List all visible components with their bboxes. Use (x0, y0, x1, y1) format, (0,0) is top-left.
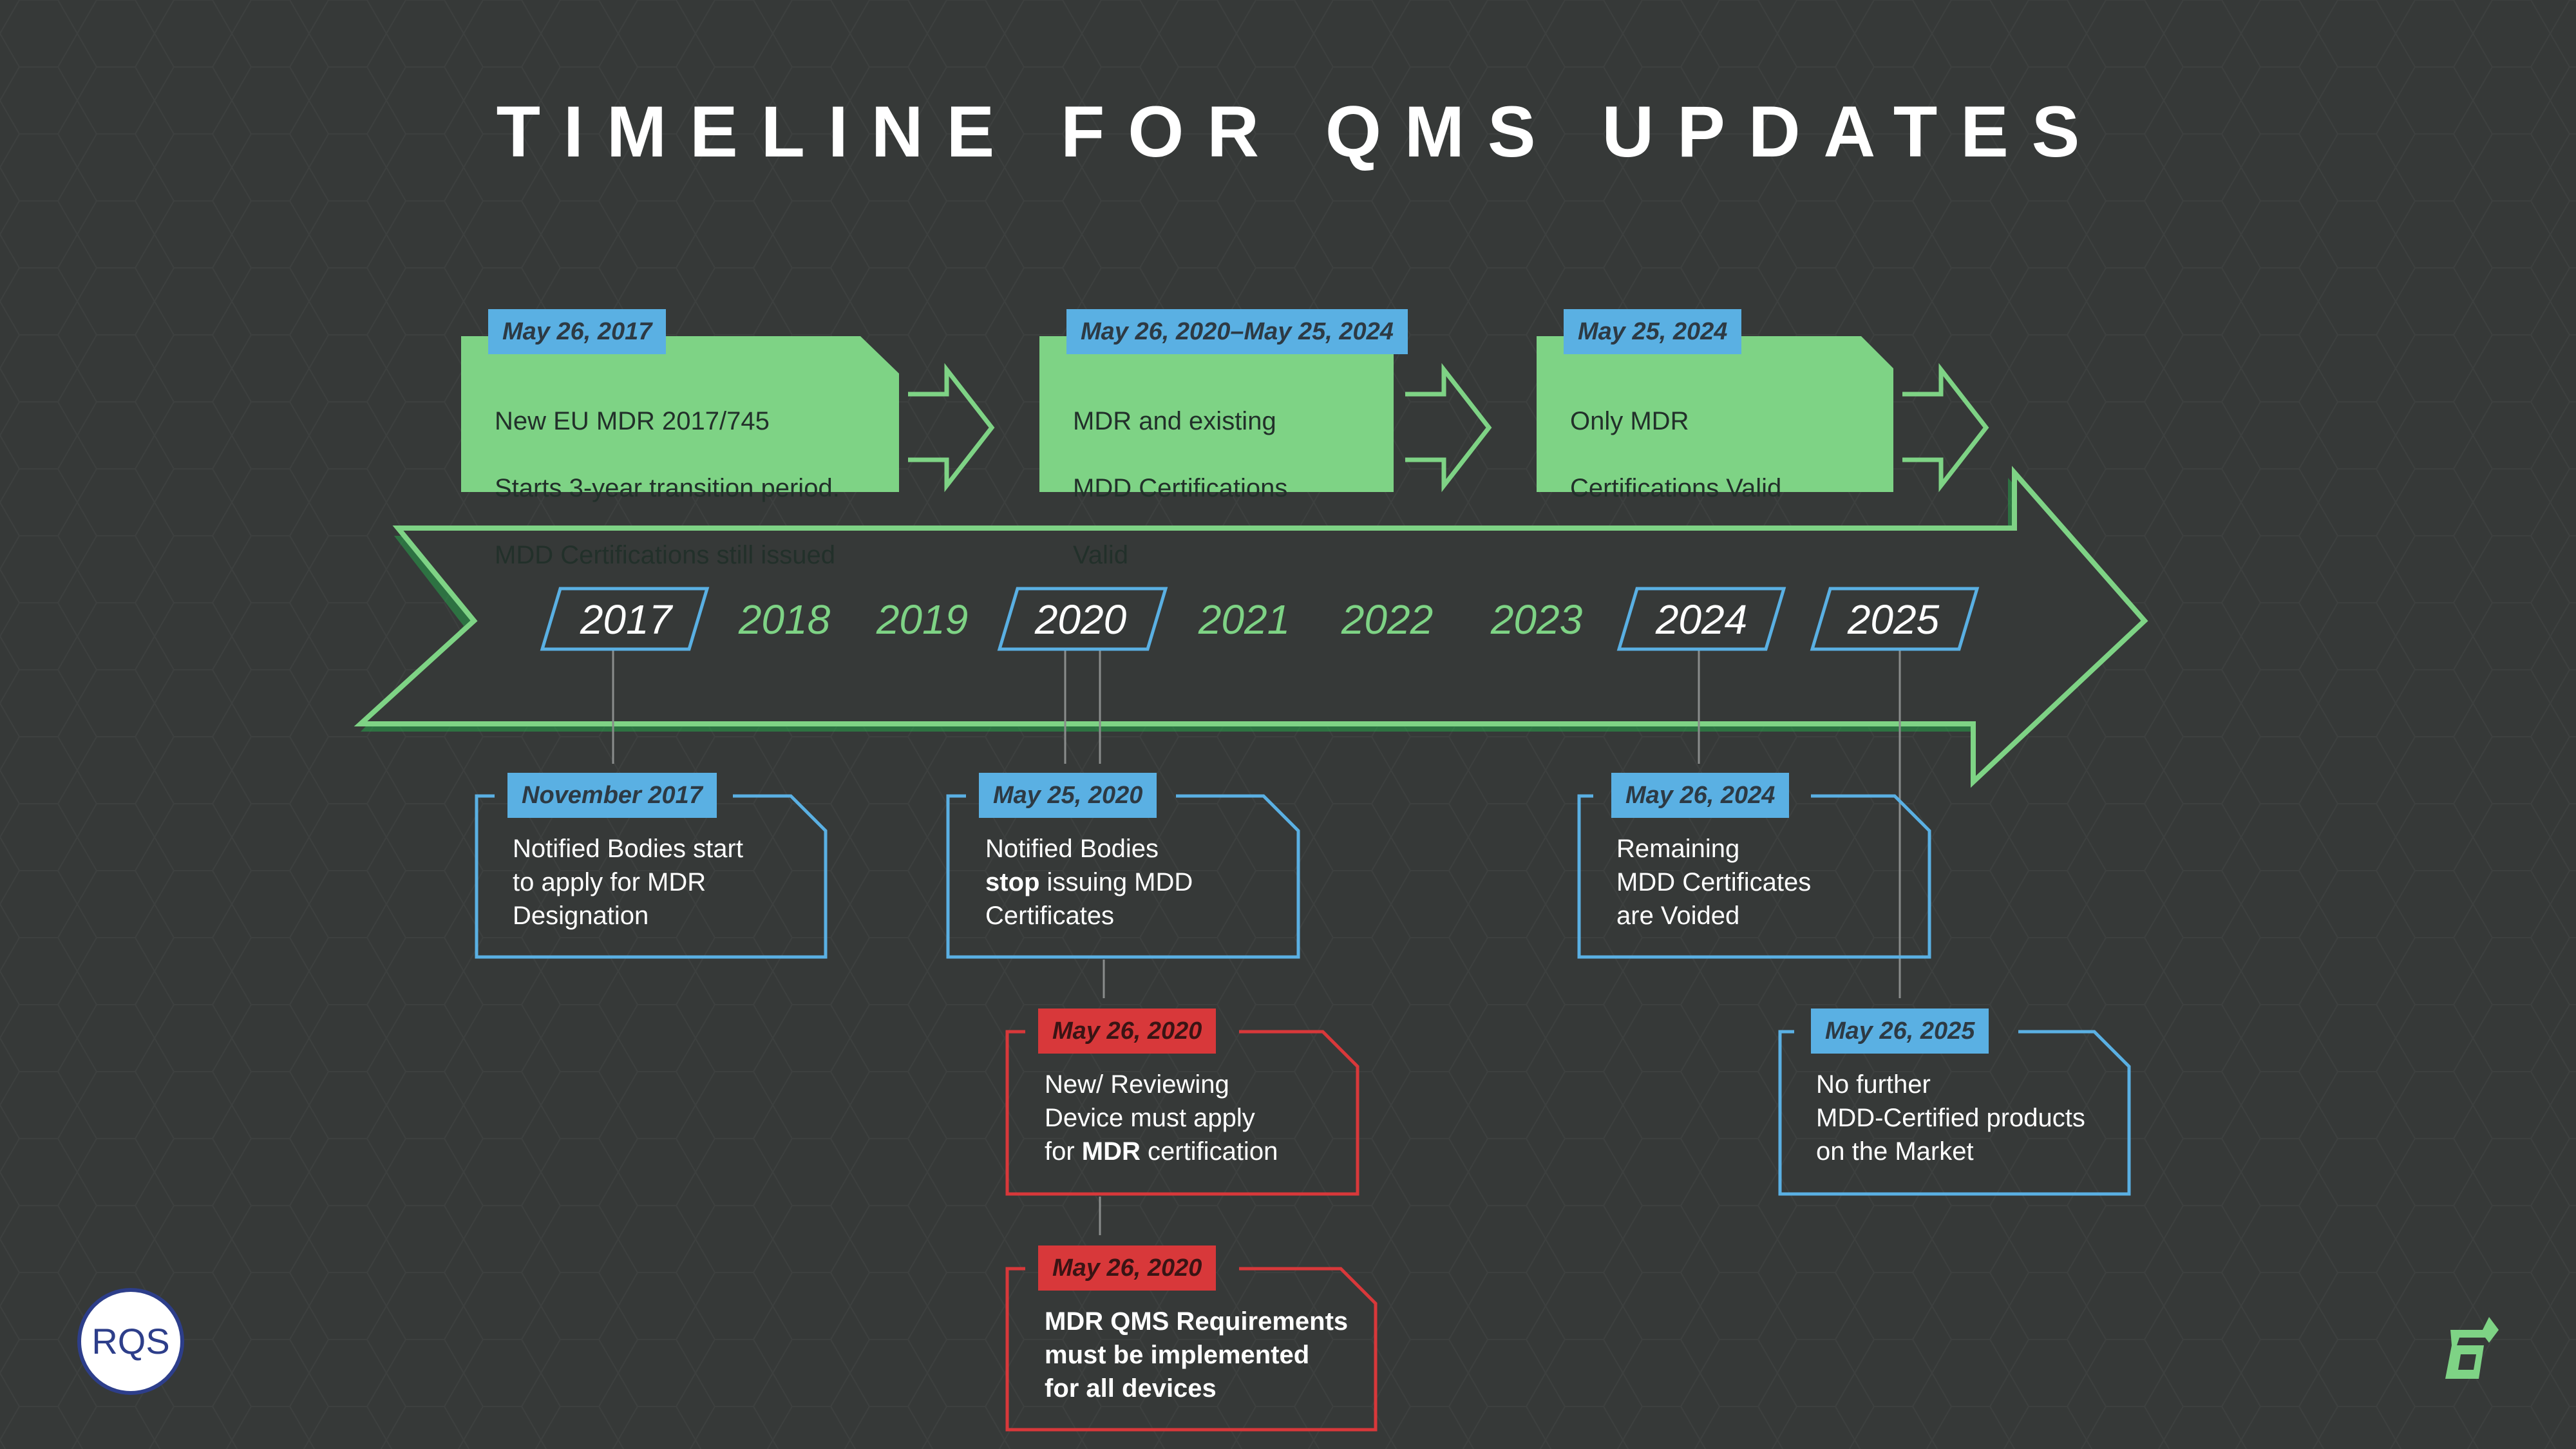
year-label-2018: 2018 (738, 596, 831, 643)
year-frame-2020 (997, 587, 1168, 651)
year-label-2020: 2020 (1034, 596, 1127, 643)
top-event-1-date: May 26, 2017 (488, 309, 667, 354)
top-event-1-text: New EU MDR 2017/745 Starts 3-year transi… (495, 371, 840, 605)
card-outline-may26-2020b (1005, 1267, 1378, 1432)
card-outline-may26-2024 (1577, 794, 1931, 959)
event-date-nov-2017: November 2017 (507, 773, 717, 818)
year-label-2023: 2023 (1490, 596, 1583, 643)
event-text-nov-2017: Notified Bodies start to apply for MDR D… (513, 835, 743, 930)
arrow-right-icon (908, 363, 995, 493)
event-text-may26-2024: Remaining MDD Certificates are Voided (1616, 835, 1812, 930)
card-outline-may26-2020a (1005, 1030, 1359, 1196)
event-date-may26-2024: May 26, 2024 (1611, 773, 1790, 818)
year-frame-2017 (540, 587, 710, 651)
top-event-2-text: MDR and existing MDD Certifications Vali… (1073, 371, 1287, 605)
top-card-2 (1039, 336, 1394, 492)
year-frame-2025 (1810, 587, 1980, 651)
top-event-2-date: May 26, 2020–May 25, 2024 (1066, 309, 1408, 354)
event-text-may26-2020-b: MDR QMS Requirements must be implemented… (1045, 1307, 1349, 1403)
text-line: Only MDR (1570, 407, 1689, 435)
text-line: Certifications Valid (1570, 474, 1782, 502)
year-label-2022: 2022 (1341, 596, 1434, 643)
page-title: TIMELINE FOR QMS UPDATES (496, 91, 2103, 172)
card-outline-may26-2025 (1778, 1030, 2131, 1196)
top-card-3 (1537, 336, 1893, 492)
top-event-3-date: May 25, 2024 (1564, 309, 1742, 354)
g-logo-icon (2445, 1317, 2499, 1379)
text-line: MDD Certifications still issued (495, 541, 836, 569)
text-line: MDR and existing (1073, 407, 1276, 435)
text-part: Notified Bodies (985, 835, 1159, 863)
year-frame-2024 (1616, 587, 1786, 651)
event-date-may26-2025: May 26, 2025 (1811, 1009, 1989, 1054)
top-card-1 (461, 336, 899, 492)
year-label-2021: 2021 (1198, 596, 1291, 643)
event-text-may25-2020: Notified Bodies stop issuing MDD Certifi… (985, 832, 1193, 933)
arrow-right-icon (1405, 363, 1492, 493)
event-date-may26-2020-b: May 26, 2020 (1038, 1245, 1217, 1291)
top-event-3-text: Only MDR Certifications Valid (1570, 371, 1781, 538)
year-label-2024: 2024 (1655, 596, 1748, 643)
arrow-right-icon (1902, 363, 1989, 493)
text-part: certification (1140, 1137, 1278, 1166)
card-outline-nov-2017 (475, 794, 828, 959)
text-emphasis: stop (985, 868, 1040, 896)
year-label-2019: 2019 (876, 596, 969, 643)
event-date-may26-2020-a: May 26, 2020 (1038, 1009, 1217, 1054)
text-line: Valid (1073, 541, 1128, 569)
event-date-may25-2020: May 25, 2020 (979, 773, 1157, 818)
event-text-may26-2025: No further MDD-Certified products on the… (1816, 1070, 2085, 1166)
event-text-may26-2020-a: New/ Reviewing Device must apply for MDR… (1045, 1068, 1278, 1168)
card-outline-may25-2020 (946, 794, 1300, 959)
text-line: MDD Certifications (1073, 474, 1288, 502)
text-line: Starts 3-year transition period. (495, 474, 840, 502)
text-part: issuing MDD Certificates (985, 868, 1193, 930)
text-emphasis: MDR (1081, 1137, 1141, 1166)
year-label-2025: 2025 (1847, 596, 1940, 643)
rqs-logo: RQS (77, 1288, 184, 1395)
text-part: New/ Reviewing Device must apply for (1045, 1070, 1255, 1166)
text-line: New EU MDR 2017/745 (495, 407, 770, 435)
year-label-2017: 2017 (580, 596, 672, 643)
